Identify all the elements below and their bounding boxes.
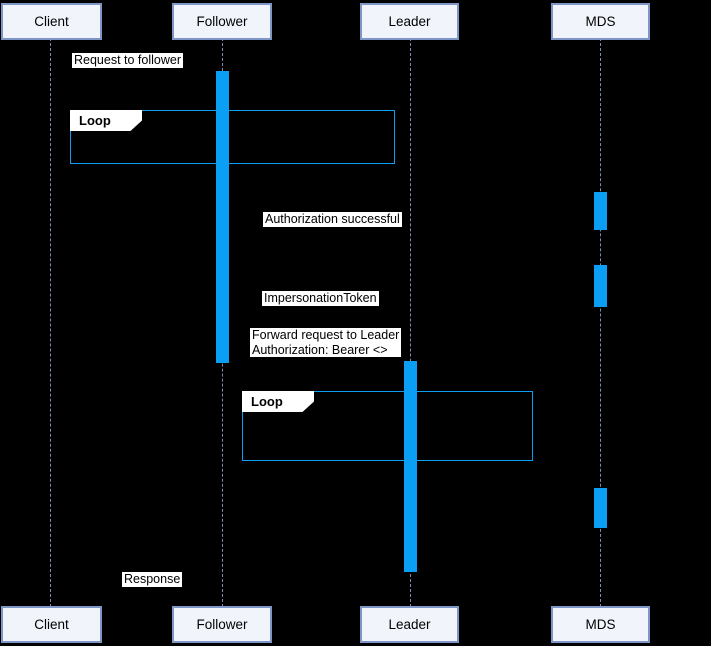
message-authorization-successful: Authorization successful [263, 212, 402, 227]
loop-1-label: Loop [79, 113, 111, 128]
loop-2-label: Loop [251, 394, 283, 409]
actor-top-follower: Follower [172, 3, 272, 40]
loop-frame-1: Loop [70, 110, 395, 164]
message-forward-request-line1: Forward request to Leader [252, 328, 400, 342]
loop-frame-2: Loop [242, 391, 533, 461]
message-forward-request: Forward request to Leader Authorization:… [250, 328, 402, 357]
actor-bottom-follower: Follower [172, 606, 272, 643]
activation-follower [216, 71, 229, 363]
lifeline-client [50, 38, 51, 607]
actor-top-leader: Leader [360, 3, 459, 40]
message-response: Response [122, 572, 183, 587]
message-impersonation-token: ImpersonationToken [262, 291, 379, 306]
lifeline-mds [600, 38, 601, 607]
activation-leader [404, 361, 417, 572]
actor-bottom-client: Client [1, 606, 102, 643]
actor-top-mds: MDS [551, 3, 650, 40]
activation-mds-3 [594, 488, 607, 528]
actor-bottom-mds: MDS [551, 606, 650, 643]
message-forward-request-line2: Authorization: Bearer <> [252, 342, 388, 357]
actor-bottom-leader: Leader [360, 606, 459, 643]
lifeline-leader [410, 38, 411, 607]
actor-top-client: Client [1, 3, 102, 40]
loop-1-tab: Loop [70, 110, 142, 131]
message-request-to-follower: Request to follower [72, 53, 184, 68]
activation-mds-2 [594, 265, 607, 307]
loop-2-tab: Loop [242, 391, 314, 412]
activation-mds-1 [594, 192, 607, 230]
